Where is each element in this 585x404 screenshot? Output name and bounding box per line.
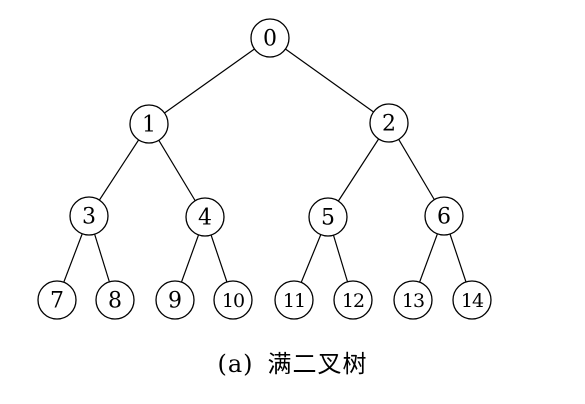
node-label: 2 <box>382 112 396 137</box>
tree-node-0: 0 <box>250 18 290 58</box>
tree-node-10: 10 <box>213 280 253 320</box>
tree-node-13: 13 <box>393 280 433 320</box>
node-circle <box>69 196 109 236</box>
node-label: 10 <box>222 290 244 312</box>
node-circle <box>393 280 433 320</box>
node-circle <box>155 280 195 320</box>
node-circle <box>333 280 373 320</box>
node-label: 12 <box>342 290 364 312</box>
node-label: 13 <box>402 290 424 312</box>
node-circle <box>185 197 225 237</box>
node-label: 6 <box>437 205 451 230</box>
node-circle <box>274 280 314 320</box>
node-circle <box>129 104 169 144</box>
tree-node-4: 4 <box>185 197 225 237</box>
edge-0-2 <box>269 37 390 124</box>
caption-prefix: (a) <box>217 350 254 378</box>
node-circle <box>369 103 409 143</box>
tree-node-14: 14 <box>452 280 492 320</box>
node-label: 11 <box>283 290 305 312</box>
node-label: 5 <box>321 206 335 231</box>
node-label: 9 <box>168 289 182 314</box>
node-label: 14 <box>461 290 484 312</box>
figure-caption: (a) 满二叉树 <box>0 344 585 379</box>
tree-node-11: 11 <box>274 280 314 320</box>
node-circle <box>37 280 77 320</box>
caption-title: 满二叉树 <box>267 350 368 378</box>
tree-node-12: 12 <box>333 280 373 320</box>
tree-node-5: 5 <box>308 197 348 237</box>
tree-edges <box>56 37 473 301</box>
node-label: 1 <box>142 113 156 138</box>
node-circle <box>95 280 135 320</box>
tree-node-8: 8 <box>95 280 135 320</box>
node-label: 3 <box>82 205 96 230</box>
node-circle <box>213 280 253 320</box>
tree-node-2: 2 <box>369 103 409 143</box>
node-label: 0 <box>263 27 277 52</box>
edge-0-1 <box>148 37 271 125</box>
node-label: 4 <box>198 206 212 231</box>
node-label: 7 <box>50 289 64 314</box>
tree-node-7: 7 <box>37 280 77 320</box>
node-circle <box>308 197 348 237</box>
node-circle <box>452 280 492 320</box>
tree-node-1: 1 <box>129 104 169 144</box>
node-circle <box>250 18 290 58</box>
node-label: 8 <box>108 289 122 314</box>
tree-node-9: 9 <box>155 280 195 320</box>
tree-node-3: 3 <box>69 196 109 236</box>
tree-node-6: 6 <box>424 196 464 236</box>
node-circle <box>424 196 464 236</box>
